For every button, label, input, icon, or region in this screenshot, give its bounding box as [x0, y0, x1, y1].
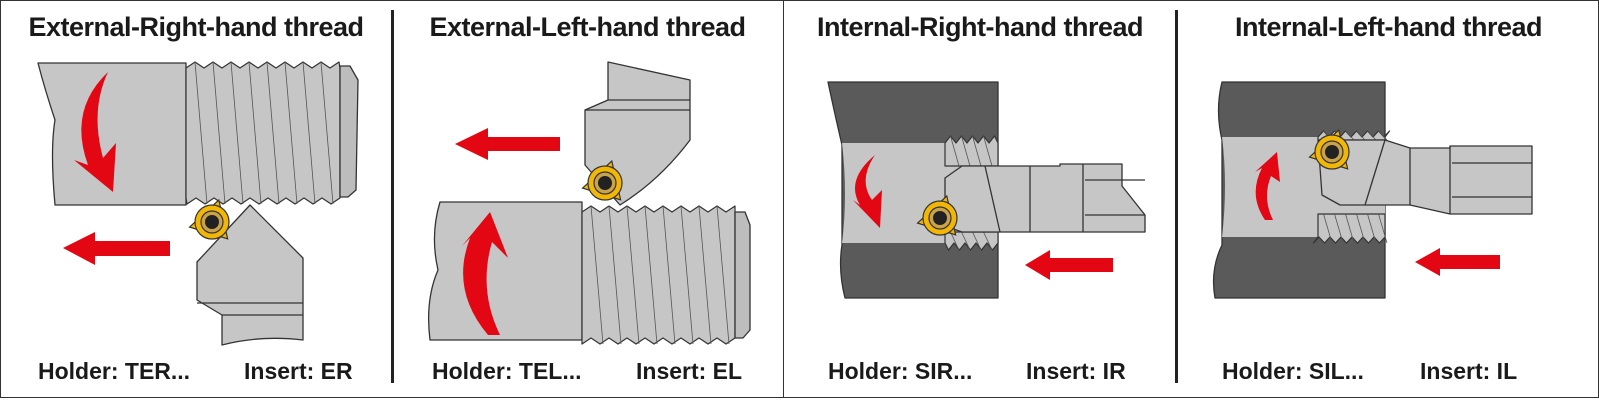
feed-arrow-left-icon [1025, 250, 1113, 280]
insert-label: Insert: ER [244, 358, 353, 384]
external-left-illustration [428, 61, 751, 345]
feed-arrow-left-icon [1415, 248, 1500, 276]
rotation-arrow-down-icon [853, 155, 882, 228]
thread [1312, 213, 1388, 244]
insert-icon [581, 159, 623, 201]
holder-label: Holder: TER... [38, 358, 191, 384]
thread [185, 61, 341, 205]
panel-divider [1175, 10, 1178, 383]
rotation-arrow-up-icon [1255, 152, 1280, 220]
insert-icon [188, 198, 230, 240]
thread [581, 205, 736, 345]
panel-title: External-Right-hand thread [28, 12, 364, 42]
rotation-arrow-down-icon [74, 72, 116, 192]
insert-icon [916, 194, 958, 236]
internal-right-illustration [827, 81, 1146, 299]
boring-bar [1317, 139, 1533, 215]
group-divider [783, 0, 784, 397]
holder-label: Holder: TEL... [432, 358, 582, 384]
panel-title: Internal-Right-hand thread [817, 12, 1144, 42]
insert-label: Insert: IR [1026, 358, 1126, 384]
insert-icon [1308, 128, 1350, 170]
inserts [188, 128, 1350, 240]
workpiece [428, 201, 583, 341]
tool-holder [196, 204, 304, 346]
workpiece-chamfer [734, 211, 751, 339]
panel-title: Internal-Left-hand thread [1234, 12, 1543, 42]
panel-title: External-Left-hand thread [429, 12, 746, 42]
insert-label: Insert: IL [1420, 358, 1518, 384]
rotation-arrow-up-icon [462, 212, 508, 335]
arrows [63, 72, 1500, 335]
workpiece [37, 62, 187, 206]
insert-label: Insert: EL [636, 358, 743, 384]
holder-label: Holder: SIR... [828, 358, 973, 384]
feed-arrow-left-icon [455, 128, 560, 160]
feed-arrow-left-icon [63, 232, 170, 265]
boring-bar [944, 163, 1146, 233]
holder-label: Holder: SIL... [1222, 358, 1364, 384]
external-right-illustration [37, 61, 359, 346]
panel-divider [391, 10, 394, 383]
workpiece-chamfer [339, 65, 359, 198]
